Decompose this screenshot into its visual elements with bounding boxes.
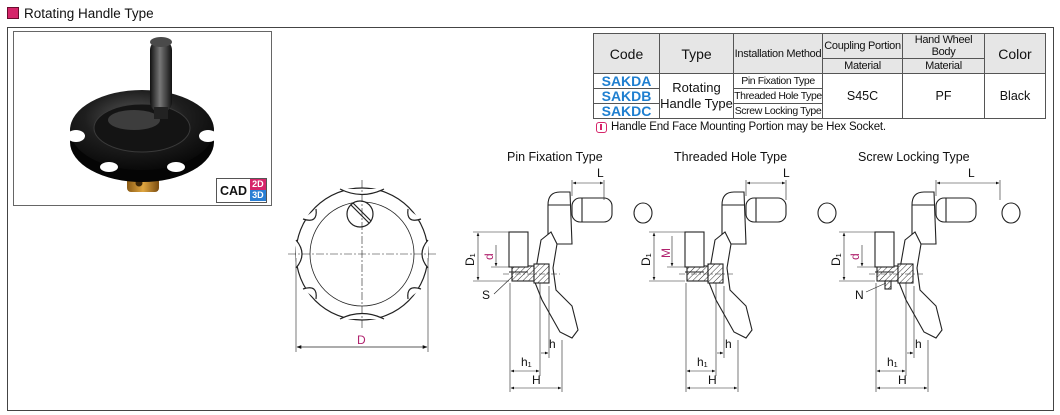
content-frame xyxy=(7,27,1054,411)
body-material-cell: PF xyxy=(902,73,985,119)
code-sakdc: SAKDC xyxy=(593,103,660,119)
header-coupling-material: Material xyxy=(822,58,903,74)
note: Handle End Face Mounting Portion may be … xyxy=(596,121,886,133)
cad-badge[interactable]: CAD 2D 3D xyxy=(216,178,267,203)
view-title-screw: Screw Locking Type xyxy=(858,150,970,164)
section-marker-icon xyxy=(7,7,19,19)
header-body-material: Material xyxy=(902,58,985,74)
product-photo xyxy=(67,37,217,192)
section-title: Rotating Handle Type xyxy=(24,5,154,21)
color-cell: Black xyxy=(984,73,1046,119)
spec-table: Code Type Installation Method Coupling P… xyxy=(593,33,1046,119)
section-header: Rotating Handle Type xyxy=(7,4,154,22)
header-body: Hand Wheel Body xyxy=(902,33,985,59)
method-pin: Pin Fixation Type xyxy=(733,73,823,89)
type-cell: Rotating Handle Type xyxy=(659,73,734,119)
header-coupling: Coupling Portion xyxy=(822,33,903,59)
view-title-threaded: Threaded Hole Type xyxy=(674,150,788,164)
note-text: Handle End Face Mounting Portion may be … xyxy=(611,121,886,133)
cad-2d-label: 2D xyxy=(250,179,266,190)
cad-3d-label: 3D xyxy=(250,190,266,201)
view-title-pin: Pin Fixation Type xyxy=(507,150,603,164)
code-sakdb: SAKDB xyxy=(593,88,660,104)
type-line-1: Rotating xyxy=(672,80,721,95)
note-info-icon xyxy=(596,121,607,133)
header-type: Type xyxy=(659,33,734,74)
code-sakda: SAKDA xyxy=(593,73,660,89)
cad-label: CAD xyxy=(220,183,248,198)
method-screw: Screw Locking Type xyxy=(733,103,823,119)
method-threaded: Threaded Hole Type xyxy=(733,88,823,104)
type-line-2: Handle Type xyxy=(660,96,733,111)
product-photo-box xyxy=(13,31,272,206)
coupling-material-cell: S45C xyxy=(822,73,903,119)
header-code: Code xyxy=(593,33,660,74)
header-installation: Installation Method xyxy=(733,33,823,74)
header-color: Color xyxy=(984,33,1046,74)
